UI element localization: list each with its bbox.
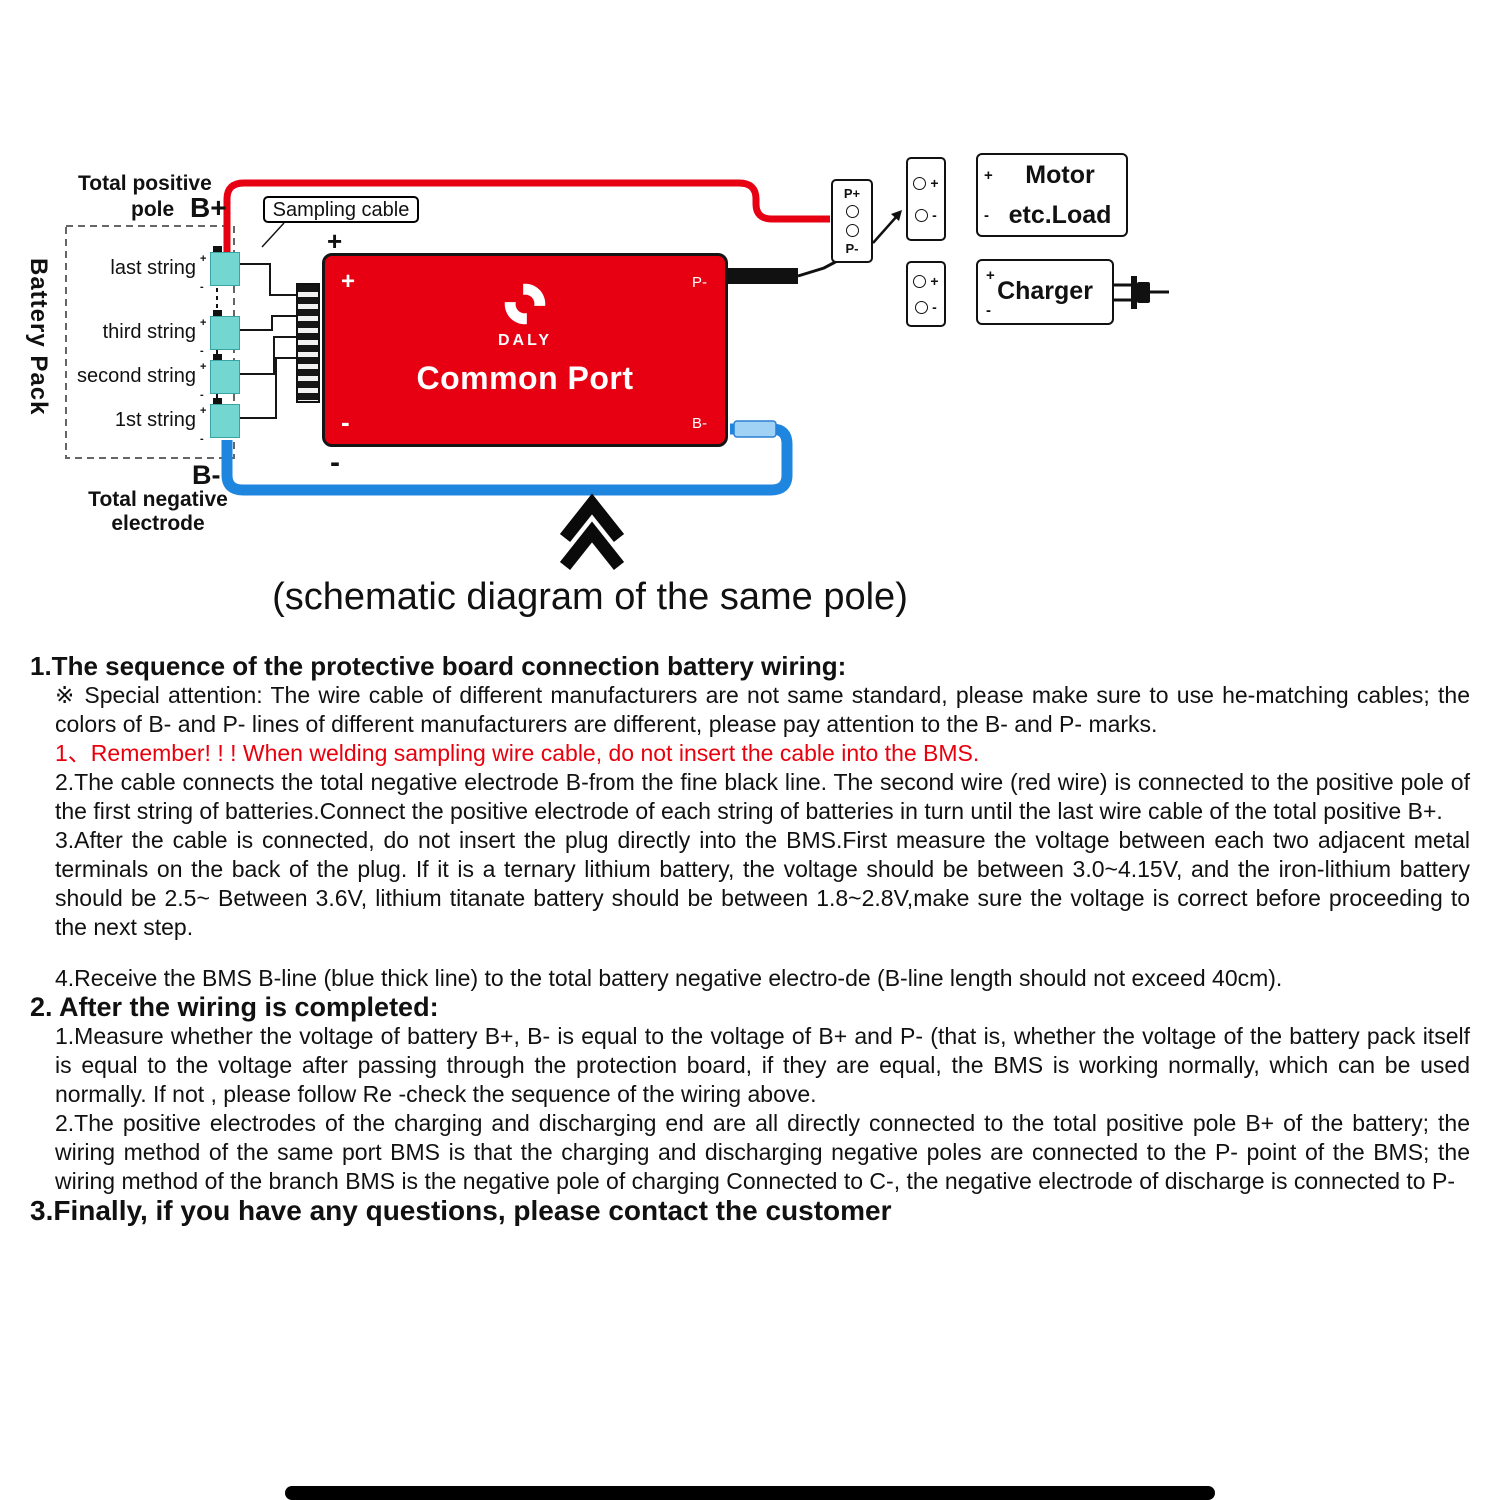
charger-label: Charger [997, 277, 1093, 305]
cell-plus-mark: + [200, 253, 206, 265]
bms-p-minus-label: P- [692, 274, 707, 291]
charger-minus-pin [915, 300, 929, 314]
diagram-caption: (schematic diagram of the same pole) [272, 576, 908, 618]
cell-plus-mark: + [200, 317, 206, 329]
cell-minus-mark: - [200, 389, 204, 401]
section-2-heading: 2. After the wiring is completed: [30, 992, 439, 1022]
motor-plus-pin [913, 176, 927, 190]
remember-warning: 1、Remember! ! ! When welding sampling wi… [55, 740, 980, 766]
section-3-heading: 3.Finally, if you have any questions, pl… [30, 1195, 892, 1226]
instructions: 1.The sequence of the protective board c… [30, 651, 1470, 1226]
p-plus-terminal-label: P+ [843, 185, 861, 201]
step-3-voltage-check: 3.After the cable is connected, do not i… [55, 827, 1470, 940]
battery-cell [210, 252, 240, 286]
sampling-wires [240, 222, 296, 419]
charger-plus-pin [913, 274, 927, 288]
bms-plus-mark: + [341, 268, 356, 295]
battery-cell [210, 316, 240, 350]
bottom-bar [285, 1486, 1215, 1500]
total-negative-label: Total negative electrode [80, 488, 236, 536]
b-minus-label: B- [192, 460, 221, 490]
charger-terminal-block: + - [906, 261, 946, 327]
plug-icon [1114, 276, 1169, 309]
chevron-up-icon [559, 493, 625, 571]
battery-pack-dashed-box [65, 225, 235, 459]
last-string-label: last string [110, 257, 196, 279]
p-plus-pin [845, 205, 859, 219]
third-string-label: third string [102, 321, 196, 343]
battery-cell [210, 360, 240, 394]
first-string-label: 1st string [114, 409, 196, 431]
motor-load-box: + Motor - etc.Load [976, 153, 1128, 237]
motor-label: Motor [1025, 160, 1095, 189]
p-minus-terminal-label: P- [845, 241, 859, 257]
output-connector-block: P+ P- [831, 179, 873, 263]
charger-minus-mark: - [932, 299, 937, 315]
motor-terminal-block: + - [906, 157, 946, 241]
etc-load-label: etc.Load [1008, 200, 1112, 229]
blue-wire-connector-sleeve [733, 420, 777, 438]
cell-minus-mark: - [200, 345, 204, 357]
wiring-diagram: + - + - + - + - [0, 0, 1500, 645]
pack-plus-mark: + [327, 226, 343, 256]
step-4-b-line: 4.Receive the BMS B-line (blue thick lin… [55, 965, 1283, 991]
p-minus-pin [845, 223, 859, 237]
wiring-svg: + - + - + - + - [65, 179, 1169, 571]
after-wiring-step-1: 1.Measure whether the voltage of battery… [55, 1023, 1470, 1107]
bms-port-type-label: Common Port [416, 360, 634, 396]
charger-plus-label-mark: + [986, 267, 995, 284]
cell-plus-mark: + [200, 405, 206, 417]
daly-logo: DALY [325, 282, 725, 350]
charger-minus-label-mark: - [986, 302, 991, 319]
motor-minus-mark: - [932, 207, 937, 223]
sampling-connector [296, 283, 320, 403]
special-attention-note: ※ Special attention: The wire cable of d… [55, 682, 1470, 737]
red-positive-wire [223, 179, 830, 252]
section-1-heading: 1.The sequence of the protective board c… [30, 651, 847, 681]
cell-plus-mark: + [200, 361, 206, 373]
total-positive-label: Total positive [78, 172, 212, 195]
total-negative-line1: Total negative [88, 488, 228, 511]
battery-cell [210, 404, 240, 438]
bms-board: + - P- B- DALY Common Port [322, 253, 728, 447]
cell-minus-mark: - [200, 281, 204, 293]
motor-box-plus-mark: + [984, 166, 993, 184]
charger-box: + - Charger [976, 259, 1114, 325]
cell-polarity-marks: + - + - + - + - [200, 253, 206, 445]
total-negative-line2: electrode [111, 512, 205, 535]
daly-logo-icon [504, 283, 546, 325]
charger-plus-mark: + [930, 273, 939, 289]
motor-plus-mark: + [930, 175, 939, 191]
step-2-cable-connection: 2.The cable connects the total negative … [55, 769, 1470, 824]
bms-minus-mark: - [341, 407, 350, 437]
battery-pack-label: Battery Pack [25, 258, 52, 416]
motor-minus-pin [915, 208, 929, 222]
b-plus-label: B+ [190, 192, 227, 223]
blue-b-minus-wire [221, 423, 793, 496]
bms-b-minus-label: B- [692, 415, 707, 432]
pole-label: pole [131, 198, 175, 221]
daly-brand-text: DALY [497, 332, 553, 349]
motor-box-minus-mark: - [984, 206, 989, 224]
arrow-icon [872, 210, 902, 244]
cell-minus-mark: - [200, 433, 204, 445]
after-wiring-step-2: 2.The positive electrodes of the chargin… [55, 1110, 1470, 1194]
second-string-label: second string [77, 365, 196, 387]
sampling-cable-label: Sampling cable [263, 196, 419, 223]
pack-minus-mark: - [330, 446, 340, 479]
